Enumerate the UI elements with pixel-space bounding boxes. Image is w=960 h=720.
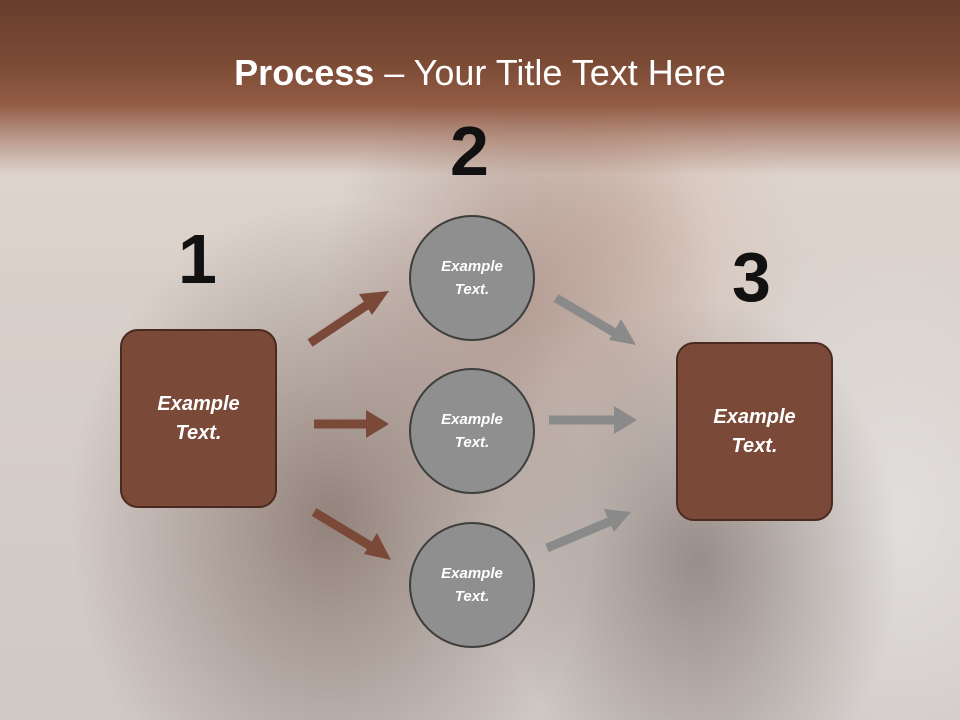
title-bold: Process [234,52,375,93]
arrow-from-top-circle [553,294,636,345]
step-box-3: Example Text. [676,342,833,521]
step-number-2: 2 [450,112,489,190]
step-number-1: 1 [178,220,217,298]
step-box-3-line2: Text. [731,434,778,457]
arrow-to-middle-circle [314,410,389,438]
arrow-from-middle-circle [549,406,637,434]
circle-middle-line1: Example [441,411,503,428]
header-band [0,0,960,175]
circle-bottom-line2: Text. [454,588,490,605]
circle-bottom-line1: Example [441,565,503,582]
step-box-1-line2: Text. [175,421,222,444]
step-number-3: 3 [732,238,771,316]
step-box-3-line1: Example [713,405,796,428]
circle-top: Example Text. [409,215,535,341]
circle-bottom: Example Text. [409,522,535,648]
slide-title: Process – Your Title Text Here [0,52,960,94]
circle-middle: Example Text. [409,368,535,494]
circle-top-line2: Text. [454,281,490,298]
arrow-to-bottom-circle [311,508,391,560]
step-box-1-line1: Example [157,392,240,415]
arrow-to-top-circle [307,291,389,347]
step-box-1: Example Text. [120,329,277,508]
circle-top-line1: Example [441,258,503,275]
title-rest: – Your Title Text Here [374,52,726,93]
circle-middle-line2: Text. [454,434,490,451]
arrow-from-bottom-circle [545,509,631,553]
